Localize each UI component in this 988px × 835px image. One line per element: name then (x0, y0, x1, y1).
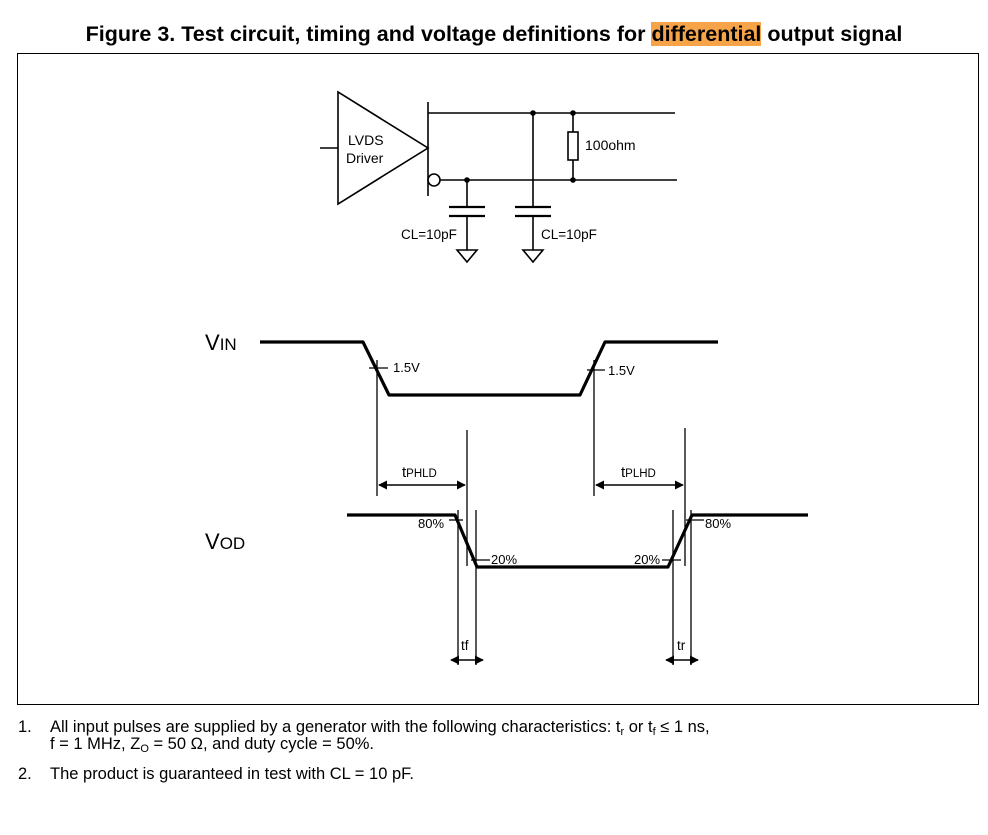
figure-title-prefix: Figure 3. Test circuit, timing and volta… (85, 22, 652, 46)
resistor-100ohm (567, 131, 579, 161)
rise-80-label: 80% (705, 516, 731, 531)
figure-title-highlight: differential (651, 22, 762, 46)
note-2: 2. The product is guaranteed in test wit… (18, 766, 968, 783)
ground-left-icon (455, 249, 479, 264)
rise-20-label: 20% (634, 552, 660, 567)
tphld-label: tPHLD (402, 464, 437, 481)
note-1-line-2: f = 1 MHz, ZO = 50 Ω, and duty cycle = 5… (50, 735, 375, 755)
test-circuit (320, 90, 677, 264)
vod-waveform (347, 513, 808, 569)
inverting-bubble (427, 173, 441, 187)
vod-signal-label: VOD (205, 529, 245, 554)
timing-arrows (378, 480, 699, 665)
ground-right-icon (521, 249, 545, 264)
cap-left-label: CL=10pF (401, 227, 457, 242)
tf-label: tf (461, 638, 469, 653)
fall-20-label: 20% (491, 552, 517, 567)
vin-waveform (260, 340, 718, 397)
cap-right-label: CL=10pF (541, 227, 597, 242)
resistor-label: 100ohm (585, 137, 636, 153)
fall-80-label: 80% (418, 516, 444, 531)
junction-dots (464, 110, 576, 183)
level-ticks (369, 367, 704, 561)
vin-fall-level-label: 1.5V (393, 360, 420, 375)
note-1-text: All input pulses are supplied by a gener… (50, 718, 968, 755)
note-2-text: The product is guaranteed in test with C… (50, 765, 414, 783)
figure-frame (17, 53, 979, 705)
figure-notes: 1. All input pulses are supplied by a ge… (18, 719, 968, 796)
lvds-driver-symbol (337, 90, 430, 206)
timing-diagram (260, 340, 808, 665)
vin-signal-label: VIN (205, 330, 237, 355)
note-1: 1. All input pulses are supplied by a ge… (18, 718, 968, 755)
note-2-number: 2. (18, 765, 32, 783)
note-1-line-1: All input pulses are supplied by a gener… (50, 718, 710, 738)
note-1-number: 1. (18, 718, 32, 736)
reference-lines (376, 360, 692, 665)
driver-label-line1: LVDS (348, 132, 384, 148)
driver-label-line2: Driver (346, 150, 384, 166)
figure-title-suffix: output signal (761, 22, 903, 46)
tplhd-label: tPLHD (621, 464, 656, 481)
vin-rise-level-label: 1.5V (608, 363, 635, 378)
tr-label: tr (677, 638, 686, 653)
figure-title: Figure 3. Test circuit, timing and volta… (0, 22, 988, 47)
